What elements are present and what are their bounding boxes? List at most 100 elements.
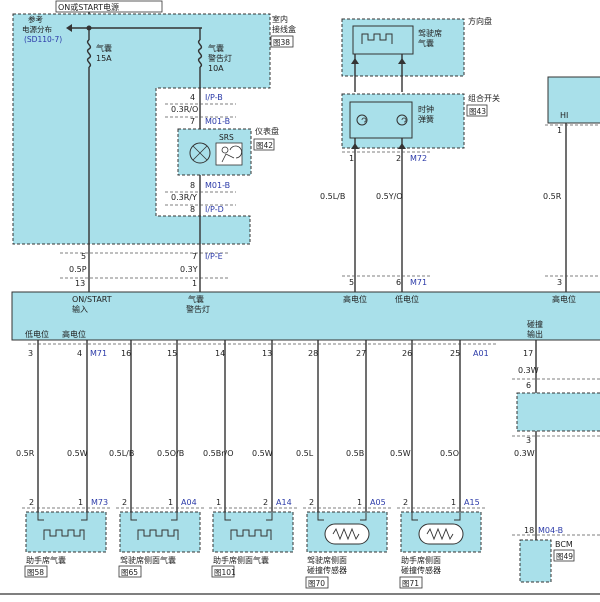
airbag-control-module (11, 291, 600, 341)
fuse-1-label-b: 15A (96, 54, 112, 63)
comp-pin-a-0: 2 (29, 498, 34, 507)
fuse-2-label-a: 气囊 (208, 43, 224, 53)
bcm-ref-box (553, 549, 575, 562)
component-box-2 (212, 511, 294, 553)
left-pin-7: 7 (192, 252, 197, 261)
power-source-box (55, 0, 163, 13)
left-pin-5: 5 (81, 252, 86, 261)
module-pin-15: 15 (167, 349, 177, 358)
module-pin-4: 4 (77, 349, 82, 358)
cluster-pin-8: 8 (190, 181, 195, 190)
module-high-right-label: 高电位 (552, 294, 576, 304)
steering-pin-2: 2 (396, 154, 401, 163)
module-high-left-label: 高电位 (62, 329, 86, 339)
right-pin-1: 1 (557, 126, 562, 135)
bcm-pin: 18 (524, 526, 534, 535)
comp-pin-b-1: 1 (168, 498, 173, 507)
steering-wire-05lb: 0.5L/B (320, 192, 345, 201)
bcm-label: BCM (555, 540, 573, 549)
module-conn-a01: A01 (473, 349, 489, 358)
cluster-ref: 图42 (256, 141, 273, 150)
comp-pin-b-2: 2 (263, 498, 268, 507)
right-pin-3: 3 (557, 278, 562, 287)
bcm-ref: 图49 (556, 552, 573, 561)
srs-label: SRS (219, 133, 234, 142)
cluster-ref-box (253, 138, 275, 151)
module-pin-5: 5 (349, 278, 354, 287)
module-pin-28: 28 (308, 349, 318, 358)
component-name-a-2: 助手席侧面气囊 (213, 555, 269, 565)
combo-switch-label: 组合开关 (468, 93, 500, 103)
module-pin-27: 27 (356, 349, 366, 358)
cluster-conn-ipb: I/P-B (205, 93, 223, 102)
cluster-name: 仪表盘 (255, 126, 279, 136)
fuse-2-label-c: 10A (208, 64, 224, 73)
comp-conn-1: A04 (181, 498, 197, 507)
module-pin-6: 6 (396, 278, 401, 287)
bcm-box (519, 539, 552, 583)
combo-ref-box (466, 104, 488, 117)
module-conn-m71-bot: M71 (90, 349, 107, 358)
module-conn-m71-top: M71 (410, 278, 427, 287)
component-name-b-3: 碰撞传感器 (307, 565, 347, 575)
left-conn-ipe: I/P-E (205, 252, 223, 261)
fuse-1-icon (86, 39, 92, 68)
module-high-label: 高电位 (343, 294, 367, 304)
cluster-conn-ipd: I/P-D (205, 205, 224, 214)
power-ref-code: (SD110-7) (24, 35, 62, 44)
comp-pin-a-3: 2 (309, 498, 314, 507)
right-wire-05r: 0.5R (543, 192, 562, 201)
clock-spring-label-b: 弹簧 (418, 114, 434, 124)
wire-label-2: 0.5L/B (109, 449, 134, 458)
comp-pin-a-2: 1 (216, 498, 221, 507)
cluster-pin-4: 4 (190, 93, 195, 102)
wire-label-4: 0.5Br/O (203, 449, 234, 458)
wire-17-label: 0.3W (518, 366, 539, 375)
driver-airbag-label-a: 驾驶席 (418, 28, 442, 38)
driver-airbag-icon (361, 33, 393, 44)
crash-sensor-icon (418, 523, 464, 545)
steering-label: 方向盘 (468, 16, 492, 26)
power-ref-label-a: 参考 (28, 14, 43, 24)
steering-conn-m72: M72 (410, 154, 427, 163)
component-ref-box-0 (24, 565, 48, 578)
junction-box-label-a: 室内 (272, 14, 288, 24)
component-ref-box-1 (118, 565, 142, 578)
left-wire-05p: 0.5P (69, 265, 87, 274)
power-source-label: ON或START电源 (58, 2, 119, 12)
component-ref-box-2 (211, 565, 235, 578)
steering-wire-05yo: 0.5Y/O (376, 192, 403, 201)
comp-pin-a-1: 2 (122, 498, 127, 507)
comp-pin-b-4: 1 (451, 498, 456, 507)
module-pin-3: 3 (28, 349, 33, 358)
component-name-a-3: 驾驶席侧面 (307, 555, 347, 565)
cluster-conn-m01b-top: M01-B (205, 117, 230, 126)
comp-conn-4: A15 (464, 498, 480, 507)
right-hi-label: HI (560, 111, 568, 120)
fuse-1-label-a: 气囊 (96, 43, 112, 53)
airbag-squib-icon (230, 529, 272, 540)
clock-spring-coil-icon (356, 114, 368, 126)
comp-pin-b-3: 1 (357, 498, 362, 507)
wire-label-3: 0.5O/B (157, 449, 184, 458)
component-name-a-1: 驾驶席侧面气囊 (120, 555, 176, 565)
junction-box-label-b: 接线盒 (272, 24, 296, 34)
bcm-conn: M04-B (538, 526, 563, 535)
wire-label-5: 0.5W (252, 449, 273, 458)
component-ref-box-4 (399, 576, 423, 589)
fuse-2-label-b: 警告灯 (208, 53, 232, 63)
mid-pin-6: 6 (526, 381, 531, 390)
steering-pin-1: 1 (349, 154, 354, 163)
component-name-b-4: 碰撞传感器 (401, 565, 441, 575)
ref-arrow-icon (66, 24, 72, 32)
wire-label-8: 0.5W (390, 449, 411, 458)
clock-spring-box (349, 101, 413, 139)
cluster-wire-03ry: 0.3R/Y (171, 193, 197, 202)
component-name-a-0: 助手席气囊 (26, 555, 66, 565)
module-on-start-label-b: 输入 (72, 304, 88, 314)
wire-label-6: 0.5L (296, 449, 314, 458)
component-ref-2: 图101 (214, 568, 236, 577)
